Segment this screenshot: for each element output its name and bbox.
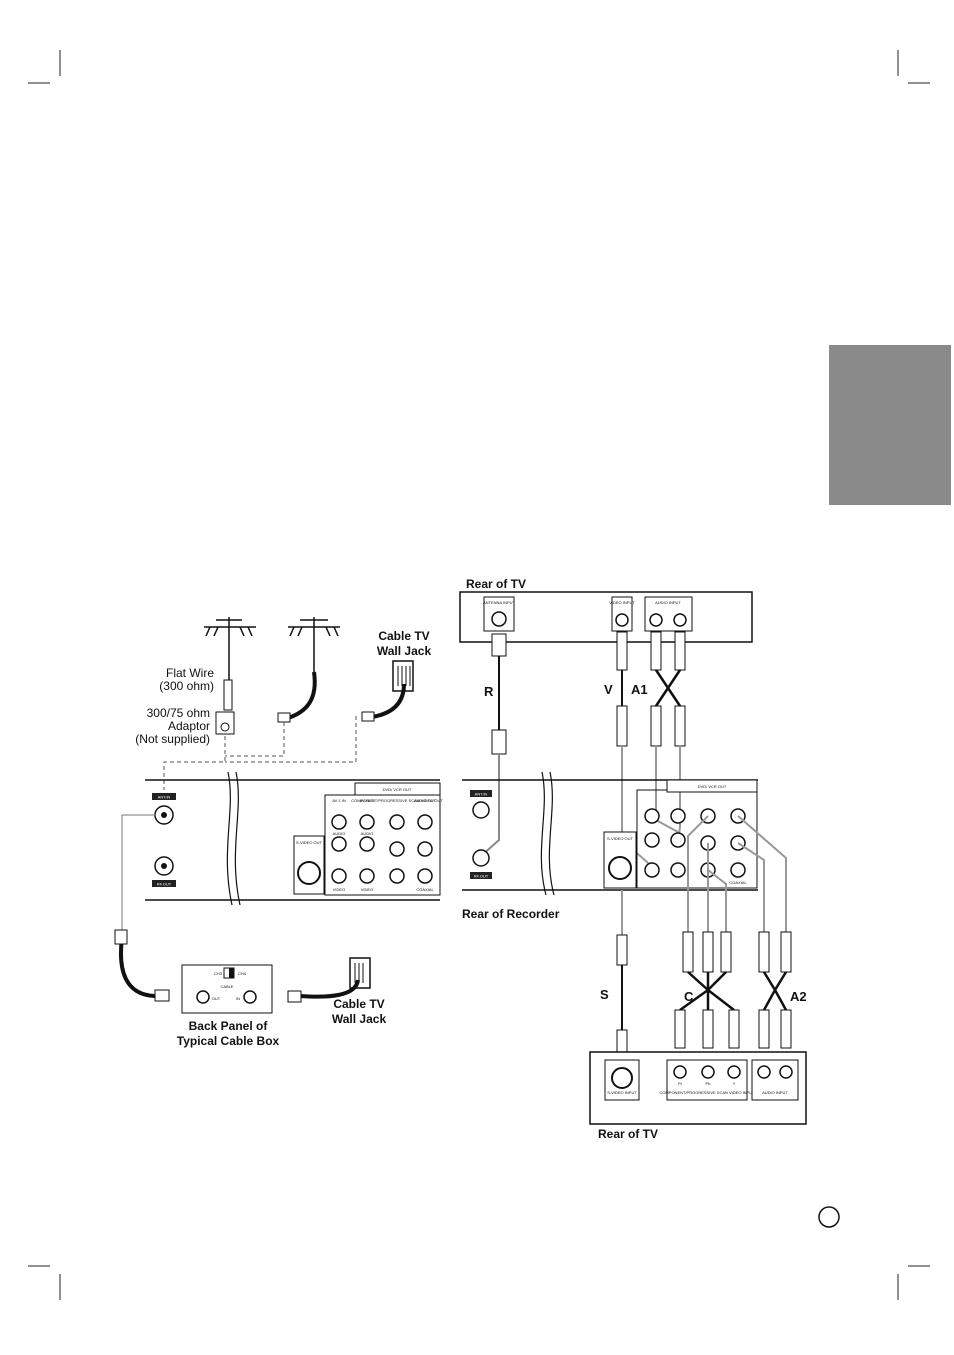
antenna-icon	[204, 617, 256, 670]
antenna-icon	[288, 617, 340, 672]
rf-cable-grey	[480, 754, 500, 857]
rear-tv-top-label: Rear of TV	[466, 577, 526, 591]
coaxial-label: COAXIAL	[729, 880, 747, 885]
audio-out-label: AUDIO OUT	[414, 798, 437, 803]
coax-cable	[119, 937, 156, 998]
flat-wire-icon	[223, 679, 233, 711]
wall-jack-label: Wall Jack	[332, 1012, 387, 1026]
wall-jack-icon	[349, 957, 371, 989]
cable-a1-label: A1	[631, 682, 648, 697]
dvd-vcr-out-label: DVD/ VCR OUT	[383, 787, 412, 792]
cable-c-label: C	[684, 989, 694, 1004]
video-label: VIDEO	[333, 887, 345, 892]
dashed-connector	[163, 716, 357, 790]
ant-in-label: ANT.IN	[158, 795, 171, 800]
cable-r-label: R	[484, 684, 494, 699]
flat-wire-label: (300 ohm)	[159, 679, 214, 693]
wall-jack-label: Cable TV	[378, 629, 429, 643]
cable-v-label: V	[604, 682, 613, 697]
coax-cable	[371, 683, 406, 719]
audio-input-label: AUDIO INPUT	[762, 1090, 788, 1095]
s-video-out-jack	[608, 856, 632, 880]
coax-cable	[287, 671, 317, 720]
y-label: Y	[733, 1081, 736, 1086]
component-out-label: COMPONENT/PROGRESSIVE SCAN VIDEO OUT	[351, 798, 443, 803]
flat-wire-label: Flat Wire	[166, 666, 214, 680]
wall-jack-label: Wall Jack	[377, 644, 432, 658]
rf-cable-thin	[121, 814, 156, 930]
audio-label: AUDIO	[361, 831, 374, 836]
page-number-badge	[818, 1206, 840, 1228]
rear-recorder-label: Rear of Recorder	[462, 907, 560, 921]
adaptor-label: 300/75 ohm	[147, 706, 210, 720]
wall-jack-label: Cable TV	[333, 997, 384, 1011]
recorder-panel: ANT.IN RF.OUT S-VIDEO OUT DVD/ VCR OUT C…	[462, 771, 758, 896]
out-label: OUT	[212, 996, 221, 1001]
cable-s-label: S	[600, 987, 609, 1002]
antenna-input-label: ANTENNA INPUT	[483, 600, 516, 605]
coaxial-label: COAXIAL	[416, 887, 434, 892]
ch4-label: CH4	[238, 971, 247, 976]
audio-cable-a2	[762, 971, 788, 1011]
s-video-out-label: S-VIDEO OUT	[607, 836, 634, 841]
adaptor-label: Adaptor	[168, 719, 210, 733]
s-video-out-label: S-VIDEO OUT	[296, 840, 323, 845]
coax-cable	[299, 979, 360, 999]
audio-cable-grey	[655, 746, 681, 847]
video-label: VIDEO	[361, 887, 373, 892]
cable-box-caption: Typical Cable Box	[177, 1034, 280, 1048]
recorder-panel: ANT.IN RF.OUT S-VIDEO OUT DVD/ VCR OUT A…	[145, 771, 443, 906]
component-cable-grey	[687, 815, 727, 932]
in-label: IN	[236, 996, 240, 1001]
rf-out-label: RF.OUT	[474, 874, 489, 879]
section-tab	[829, 345, 951, 505]
av-out-label: AV OUT	[360, 798, 375, 803]
ch3-label: CH3	[214, 971, 223, 976]
av1-in-label: AV 1 IN	[332, 798, 346, 803]
crop-marks	[28, 50, 930, 1300]
s-video-out-jack	[297, 861, 321, 885]
audio-cable-a1	[654, 669, 682, 707]
audio-input-label: AUDIO INPUT	[655, 600, 681, 605]
component-cable-c	[679, 971, 735, 1012]
antenna-diagram: Flat Wire (300 ohm) 300/75 ohm Adaptor (…	[114, 617, 443, 1048]
s-video-input-label: S-VIDEO INPUT	[607, 1090, 637, 1095]
pb-label: Pb	[706, 1081, 712, 1086]
rear-tv-bottom-label: Rear of TV	[598, 1127, 658, 1141]
component-input-label: COMPONENT/PROGRESSIVE SCAN VIDEO INPUT	[659, 1090, 755, 1095]
dvd-vcr-out-label: DVD/ VCR OUT	[698, 784, 727, 789]
adaptor-label: (Not supplied)	[135, 732, 210, 746]
video-input-label: VIDEO INPUT	[609, 600, 635, 605]
ant-in-label: ANT.IN	[475, 792, 488, 797]
audio-cable-grey	[737, 815, 787, 932]
cable-box-caption: Back Panel of	[189, 1019, 269, 1033]
av-connection-diagram: Rear of TV ANTENNA INPUT VIDEO INPUT AUD…	[459, 577, 807, 1141]
rf-out-label: RF.OUT	[157, 882, 172, 887]
cable-label: CABLE	[220, 984, 233, 989]
audio-label: AUDIO	[333, 831, 346, 836]
pr-label: Pr	[678, 1081, 683, 1086]
cable-a2-label: A2	[790, 989, 807, 1004]
